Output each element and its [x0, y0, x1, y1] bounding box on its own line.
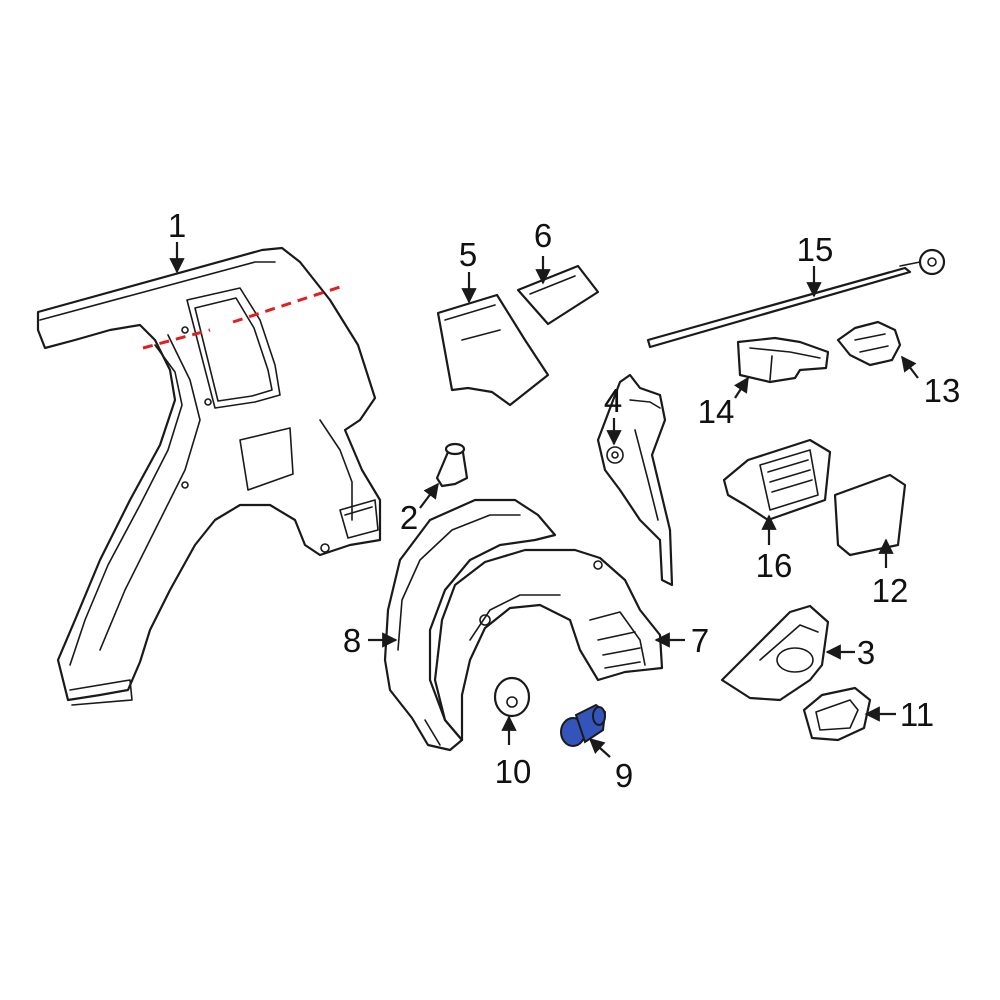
callout-16: 16 — [756, 547, 793, 584]
part-3-housing[interactable] — [720, 604, 830, 702]
part-10-clip[interactable] — [493, 676, 531, 718]
part-2-pin[interactable] — [435, 442, 469, 488]
part-13-actuator[interactable] — [836, 320, 902, 367]
part-1-quarter-panel[interactable] — [36, 246, 382, 706]
callout-2: 2 — [400, 499, 418, 536]
callout-12: 12 — [872, 572, 909, 609]
part-4-bracket[interactable] — [596, 373, 674, 587]
callout-3: 3 — [857, 634, 875, 671]
callout-10: 10 — [495, 753, 532, 790]
callout-1: 1 — [168, 207, 186, 244]
callout-4: 4 — [604, 382, 622, 419]
callout-11: 11 — [900, 696, 934, 733]
callout-13: 13 — [924, 372, 961, 409]
part-8-wheel-liner[interactable] — [383, 498, 557, 752]
part-6-panel[interactable] — [516, 264, 600, 326]
part-5-panel[interactable] — [436, 293, 550, 407]
callout-6: 6 — [534, 217, 552, 254]
callout-5: 5 — [459, 236, 477, 273]
cut-line-left — [142, 328, 211, 350]
callout-8: 8 — [343, 622, 361, 659]
callout-14: 14 — [698, 393, 735, 430]
section-cut-lines — [142, 285, 341, 350]
part-9-tip — [592, 706, 606, 726]
callout-15: 15 — [797, 231, 834, 268]
part-14-bracket[interactable] — [736, 336, 830, 384]
callout-9: 9 — [615, 757, 633, 794]
part-12-fuel-door[interactable] — [833, 473, 907, 557]
callout-7: 7 — [691, 622, 709, 659]
part-7-wheel-liner[interactable] — [433, 548, 664, 742]
part-9-push-clip[interactable] — [560, 703, 607, 747]
part-11-cap[interactable] — [802, 686, 872, 742]
callout-labels: 1 2 3 4 5 6 7 8 9 10 11 12 13 14 15 16 — [168, 207, 961, 794]
part-16-filler-housing[interactable] — [722, 438, 832, 522]
cut-line-right — [232, 285, 341, 324]
leader-lines — [169, 242, 919, 758]
